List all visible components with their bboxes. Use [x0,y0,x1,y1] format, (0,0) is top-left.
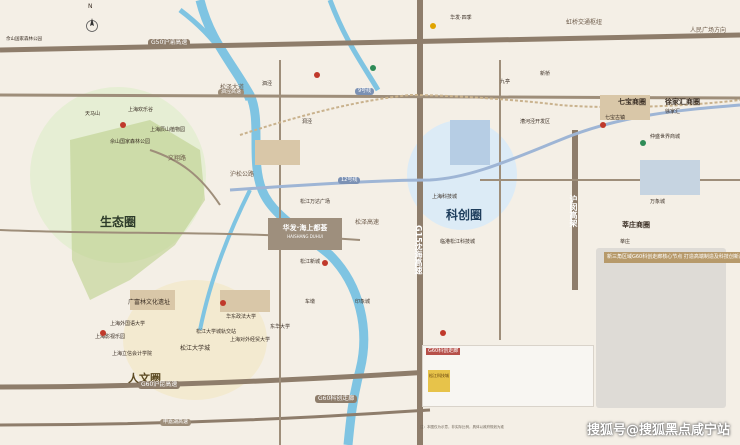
landmark-label: 万象城 [650,199,666,205]
poi-marker [220,300,226,306]
landmark-label: 华发·四季 [450,15,472,21]
shenjia-road [0,408,431,427]
landmark-label: 印象城 [355,299,371,305]
xujiahui-buildings [640,160,700,195]
inset-title: 新三角区域G60科创走廊核心节点 打造高端制造及科技创新产业集群 [604,252,740,263]
landmark-label: 泗泾 [262,81,273,87]
green-area [70,120,205,300]
road-humin-label: 沪闵高架 [569,195,578,227]
poi-marker [430,23,436,29]
people-square-label: 人民广场方向 [690,27,727,34]
river-branch-2 [327,0,381,92]
poi-marker [314,72,320,78]
compass-label: N [88,3,93,10]
landmark-label: 广富林文化遗址 [128,299,171,306]
landmark-label: 华东政法大学 [226,314,257,320]
zone-xujiahui-label: 徐家汇商圈 [665,98,700,106]
poi-marker [322,260,328,266]
landmark-label: 莘庄 [620,239,631,245]
road-sijing-label: 泗泾高速 [218,89,245,96]
metro-12-label: 12号线 [338,177,361,184]
project-name: 华发·海上都荟 [282,224,328,232]
landmark-label: 仲盛世界商城 [650,134,681,140]
landmark-label: 上海科技城 [432,194,458,200]
landmark-label: 新桥 [540,71,551,77]
landmark-label: 松江新城 [300,259,321,265]
zone-tech-label: 科创圈 [446,208,483,222]
guangfulin-buildings [130,290,175,310]
legend-tag: G60科创走廊 [426,348,461,355]
poi-marker [640,140,646,146]
metro-9-label: 9号线 [355,88,375,95]
metro-9 [239,93,740,136]
landmark-label: 上海欢乐谷 [128,107,154,113]
g60-road [0,369,431,390]
watermark: 搜狐号@搜狐黑点咸宁站 [586,423,730,438]
landmark-label: 天马山 [85,111,101,117]
songze-label: 松泽高速 [355,219,380,226]
wenxiang-road-label: 文翔路 [168,155,187,162]
landmark-label: 漕河泾开发区 [520,119,551,125]
landmark-label: 九亭 [500,79,511,85]
project-title: 华发·海上都荟 HAISHANG DUHUI [268,218,342,250]
landmark-label: 上海影视乐园 [95,334,126,340]
zone-ecology-label: 生态圈 [100,215,137,229]
project-name-en: HAISHANG DUHUI [287,233,323,239]
metro-12 [229,103,740,192]
footnote: 注：本图仅为示意，非实际比例，具体以政府规划为准 [420,425,504,429]
landmark-label: 松江大学城轨交站 [196,329,237,335]
landmark-label: 松江大学城 [180,345,211,352]
science-corridor-label: G60科创走廊 [315,395,358,403]
landmark-label: 松江万达广场 [300,199,331,205]
landmark-label: 上海对外经贸大学 [230,337,271,343]
landmark-label: 上海外国语大学 [110,321,146,327]
poi-marker [600,122,606,128]
city-buildings [255,140,300,165]
river-branch-3 [198,189,252,331]
road-g50-label: G50沪渝高速 [148,39,191,47]
landmark-label: 上海立信会计学院 [112,351,153,357]
inset-panel [596,248,726,408]
university-buildings [220,290,270,312]
landmark-label: 徐家汇 [665,109,681,115]
landmark-label: 上海辰山植物园 [150,127,186,133]
legend-panel [422,345,594,407]
poi-marker [120,122,126,128]
compass-icon [86,18,98,32]
top-left-note: 佘山国家森林公园 [6,37,42,42]
g50-road [0,32,740,53]
qibao-buildings [600,95,650,120]
landmark-label: 东华大学 [270,324,291,330]
songjiang-road-label: 沪松公路 [230,171,255,178]
poi-marker [440,330,446,336]
landmark-label: 佘山国家森林公园 [110,139,151,145]
tech-buildings [450,120,490,165]
landmark-label: 临港松江科技城 [440,239,476,245]
legend-badge: 松江科技城 [428,370,450,392]
poi-marker [100,330,106,336]
local-road-2 [149,149,221,206]
hongqiao-hub-label: 虹桥交通枢纽 [566,19,603,26]
road-shenhai-label: 申嘉湖高速 [160,419,192,426]
songze-ave-label: 松泽大道 [220,84,245,91]
landmark-label: 七宝古镇 [605,115,626,121]
zone-qibao-label: 七宝商圈 [618,98,646,106]
poi-marker [370,65,376,71]
road-g15-label: G15沈海高速 [414,225,423,275]
zone-xinzhuang-label: 莘庄商圈 [622,221,650,229]
landmark-label: 车墩 [305,299,316,305]
landmark-label: 洞泾 [302,119,313,125]
road-g60-label: G60沪昆高速 [138,381,181,389]
